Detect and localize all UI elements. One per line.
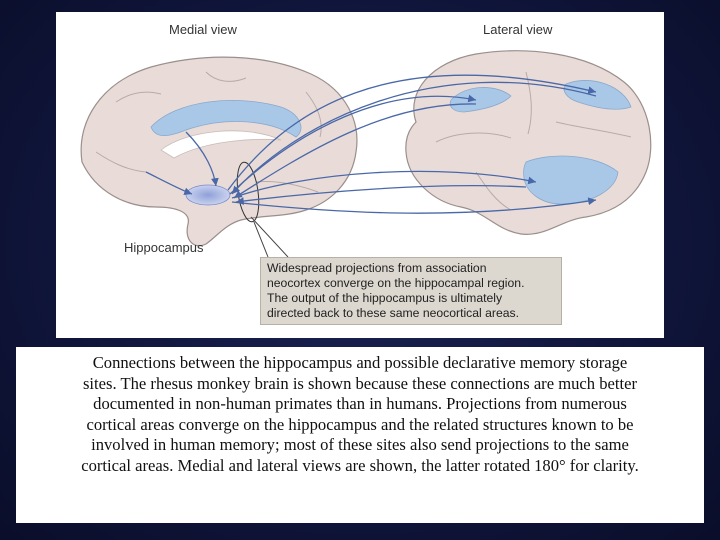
caption-box: Connections between the hippocampus and … (16, 347, 704, 523)
caption-line: Connections between the hippocampus and … (92, 353, 628, 372)
medial-brain (80, 56, 358, 247)
brain-figure: Medial view Lateral view Hippocampus Wid… (56, 12, 664, 338)
medial-view-label: Medial view (169, 22, 237, 37)
hippocampus-region (185, 184, 231, 206)
callout-pointer (250, 216, 289, 258)
caption-line: documented in non-human primates than in… (93, 394, 627, 413)
callout-line: Widespread projections from association (267, 261, 487, 275)
lateral-view-label: Lateral view (483, 22, 553, 37)
brain-illustration (80, 50, 652, 258)
callout-line: directed back to these same neocortical … (267, 306, 520, 320)
caption-line: sites. The rhesus monkey brain is shown … (82, 373, 638, 393)
caption-line: cortical areas converge on the hippocamp… (86, 414, 634, 434)
callout-line: neocortex converge on the hippocampal re… (267, 276, 525, 290)
hippocampus-label: Hippocampus (124, 240, 204, 255)
projection-arrows (145, 74, 597, 214)
callout-box: Widespread projections from association … (260, 257, 562, 325)
callout-line: The output of the hippocampus is ultimat… (267, 291, 503, 305)
caption-line: cortical areas. Medial and lateral views… (81, 455, 639, 475)
caption-line: involved in human memory; most of these … (91, 435, 629, 454)
lateral-brain (405, 50, 652, 235)
